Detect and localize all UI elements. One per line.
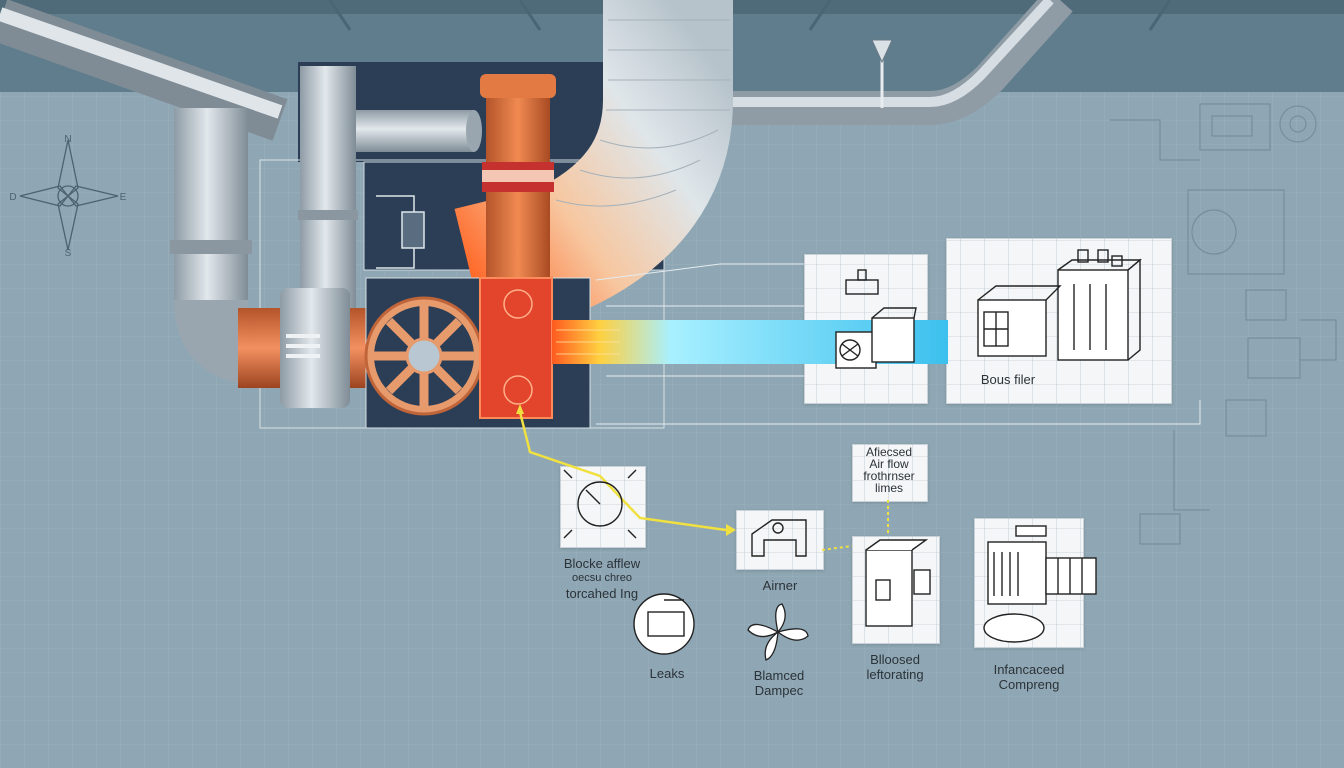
air-ner-label: Airner bbox=[762, 578, 798, 593]
ceiling-pipe bbox=[0, 0, 288, 141]
heat-exchanger bbox=[479, 277, 553, 419]
infanced-label: Infancaceed Compreng bbox=[993, 662, 1065, 692]
gauge-icon bbox=[563, 469, 637, 539]
fault-signal-line bbox=[518, 411, 727, 532]
leak-pipe-icon bbox=[633, 593, 695, 655]
ceiling-beams bbox=[328, 0, 1172, 31]
compass-east: E bbox=[120, 192, 127, 203]
affected-airflow-label: Afiecsed Air flow frothrnser limes bbox=[863, 445, 915, 495]
leaks-label: Leaks bbox=[649, 666, 685, 681]
compass-south: S bbox=[65, 248, 72, 259]
return-pipe-horizontal bbox=[356, 110, 474, 152]
bloosed-label: Blloosed leftorating bbox=[866, 652, 924, 682]
return-pipe-vertical bbox=[300, 66, 356, 328]
pressure-switch-icon bbox=[376, 195, 425, 269]
filter-unit-sketch bbox=[835, 269, 917, 369]
blocked-airflow-label: Blocke afflew oecsu chreo torcahed Ing bbox=[563, 556, 641, 601]
exhaust-flue bbox=[480, 74, 556, 282]
bous-filter-label: Bous filer bbox=[980, 372, 1036, 387]
ceiling-duct-right bbox=[720, 0, 1073, 125]
compressor-icon bbox=[983, 525, 1097, 643]
air-mixer-icon bbox=[751, 519, 807, 557]
compass-rose bbox=[19, 139, 119, 251]
compass-north: N bbox=[64, 134, 71, 145]
air-handler-sketch bbox=[977, 249, 1142, 361]
compass-west: D bbox=[9, 192, 16, 203]
balanced-damper-label: Blamced Dampec bbox=[753, 668, 805, 698]
damper-blade-icon bbox=[747, 603, 809, 661]
callout-guides bbox=[595, 263, 1201, 425]
supply-duct-curved bbox=[454, 0, 733, 336]
blower-fan-icon bbox=[364, 296, 484, 416]
access-panel-icon bbox=[865, 539, 931, 627]
background-schematic bbox=[1110, 103, 1337, 545]
